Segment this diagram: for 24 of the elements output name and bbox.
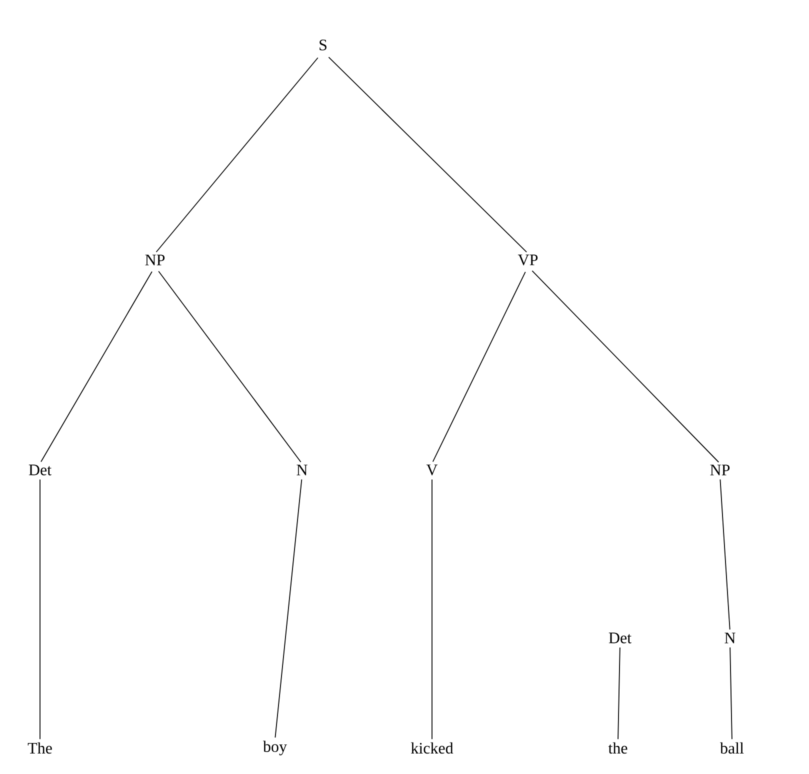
tree-label: Det xyxy=(28,464,52,476)
tree-label: NP xyxy=(710,464,730,476)
branch-line xyxy=(720,478,730,630)
branch-line xyxy=(618,647,620,740)
branch-line xyxy=(730,646,732,740)
branch-line xyxy=(40,271,152,462)
branch-line xyxy=(328,56,528,252)
branch-line xyxy=(156,57,318,252)
tree-label: S xyxy=(320,40,326,50)
branch-line xyxy=(532,270,720,463)
tree-label: VP xyxy=(518,254,538,266)
tree-label: NP xyxy=(145,254,165,266)
tree-label: boy xyxy=(263,740,287,756)
tree-label: N xyxy=(296,464,308,476)
tree-label: ball xyxy=(720,742,744,754)
tree-label: the xyxy=(608,742,628,754)
tree-label: V xyxy=(426,464,438,476)
tree-label: Det xyxy=(608,632,632,644)
branch-line xyxy=(274,478,302,738)
tree-label: kicked xyxy=(410,742,454,754)
tree-label: N xyxy=(724,632,736,644)
tree-label: The xyxy=(28,742,52,754)
branch-line xyxy=(432,272,526,462)
branch-line xyxy=(158,270,302,462)
